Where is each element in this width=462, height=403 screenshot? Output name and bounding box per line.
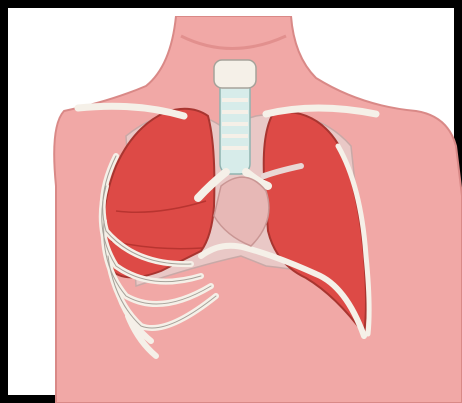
thorax-diagram xyxy=(16,16,462,403)
larynx xyxy=(214,60,256,88)
